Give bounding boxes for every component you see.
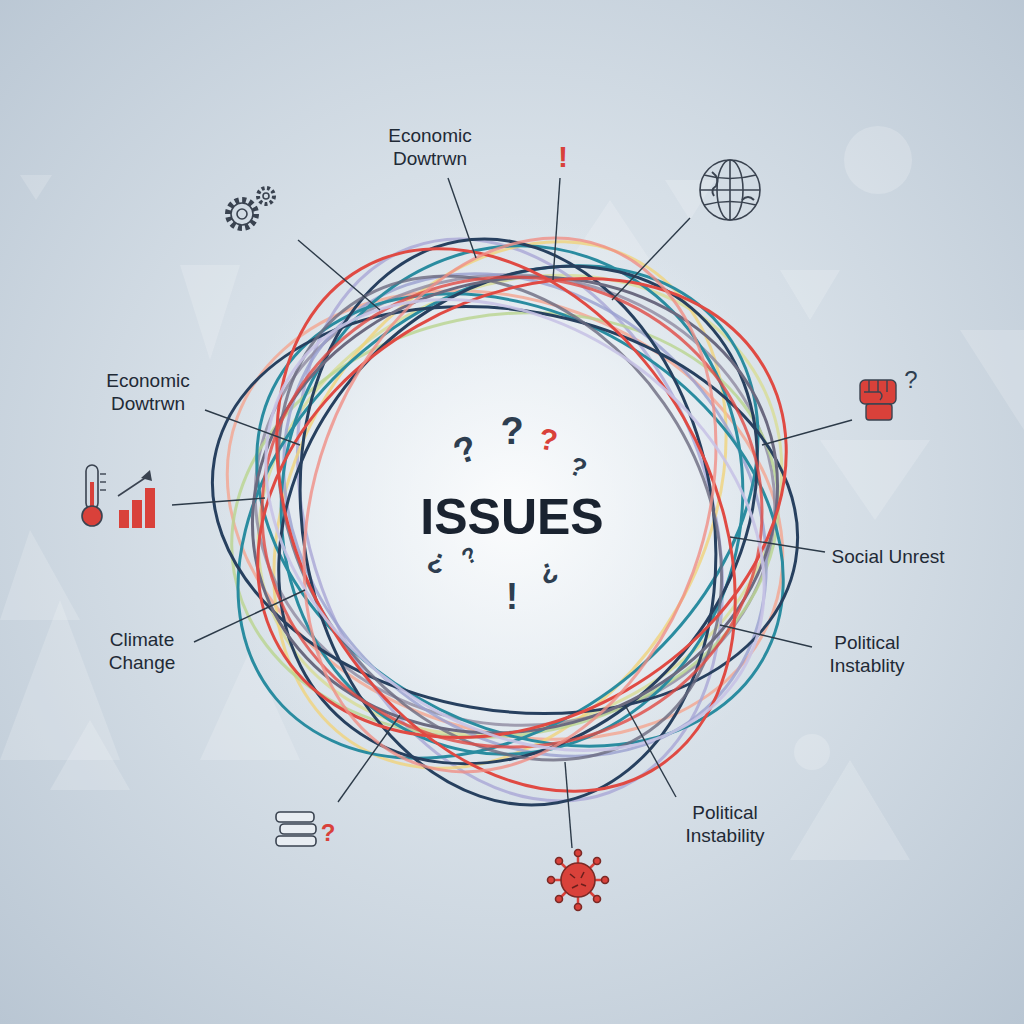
exclamation-mark: ! (558, 139, 568, 175)
question-mark: ? (904, 366, 917, 395)
leader-lines (172, 178, 852, 848)
tangled-loops (141, 160, 870, 874)
center-title: ISSUES (420, 487, 603, 547)
question-mark: ? (458, 541, 483, 571)
background-dot (794, 734, 830, 770)
issue-label: Social Unrest (832, 546, 945, 569)
globe-icon (700, 160, 760, 220)
question-mark: ? (423, 544, 451, 581)
question-mark: ? (565, 451, 591, 486)
issue-label: Climate Change (97, 629, 187, 675)
background-triangles (0, 175, 1024, 860)
question-mark: ? (447, 426, 482, 474)
issue-label: Economic Dowtrwn (93, 370, 203, 416)
gear-icon (228, 188, 274, 228)
question-mark: ? (535, 554, 563, 591)
exclamation-mark: ! (506, 575, 518, 618)
question-mark: ? (536, 421, 560, 460)
fist-icon (860, 380, 896, 420)
virus-icon (548, 850, 609, 911)
issue-label: Political Instablity (817, 632, 917, 678)
question-mark: ? (321, 819, 336, 848)
issue-label: Economic Dowtrwn (375, 125, 485, 171)
question-mark: ? (500, 409, 523, 455)
books-icon (276, 812, 316, 846)
issue-label: Political Instability (675, 802, 775, 848)
thermometer-chart-icon (82, 465, 155, 528)
background-dot (844, 126, 912, 194)
